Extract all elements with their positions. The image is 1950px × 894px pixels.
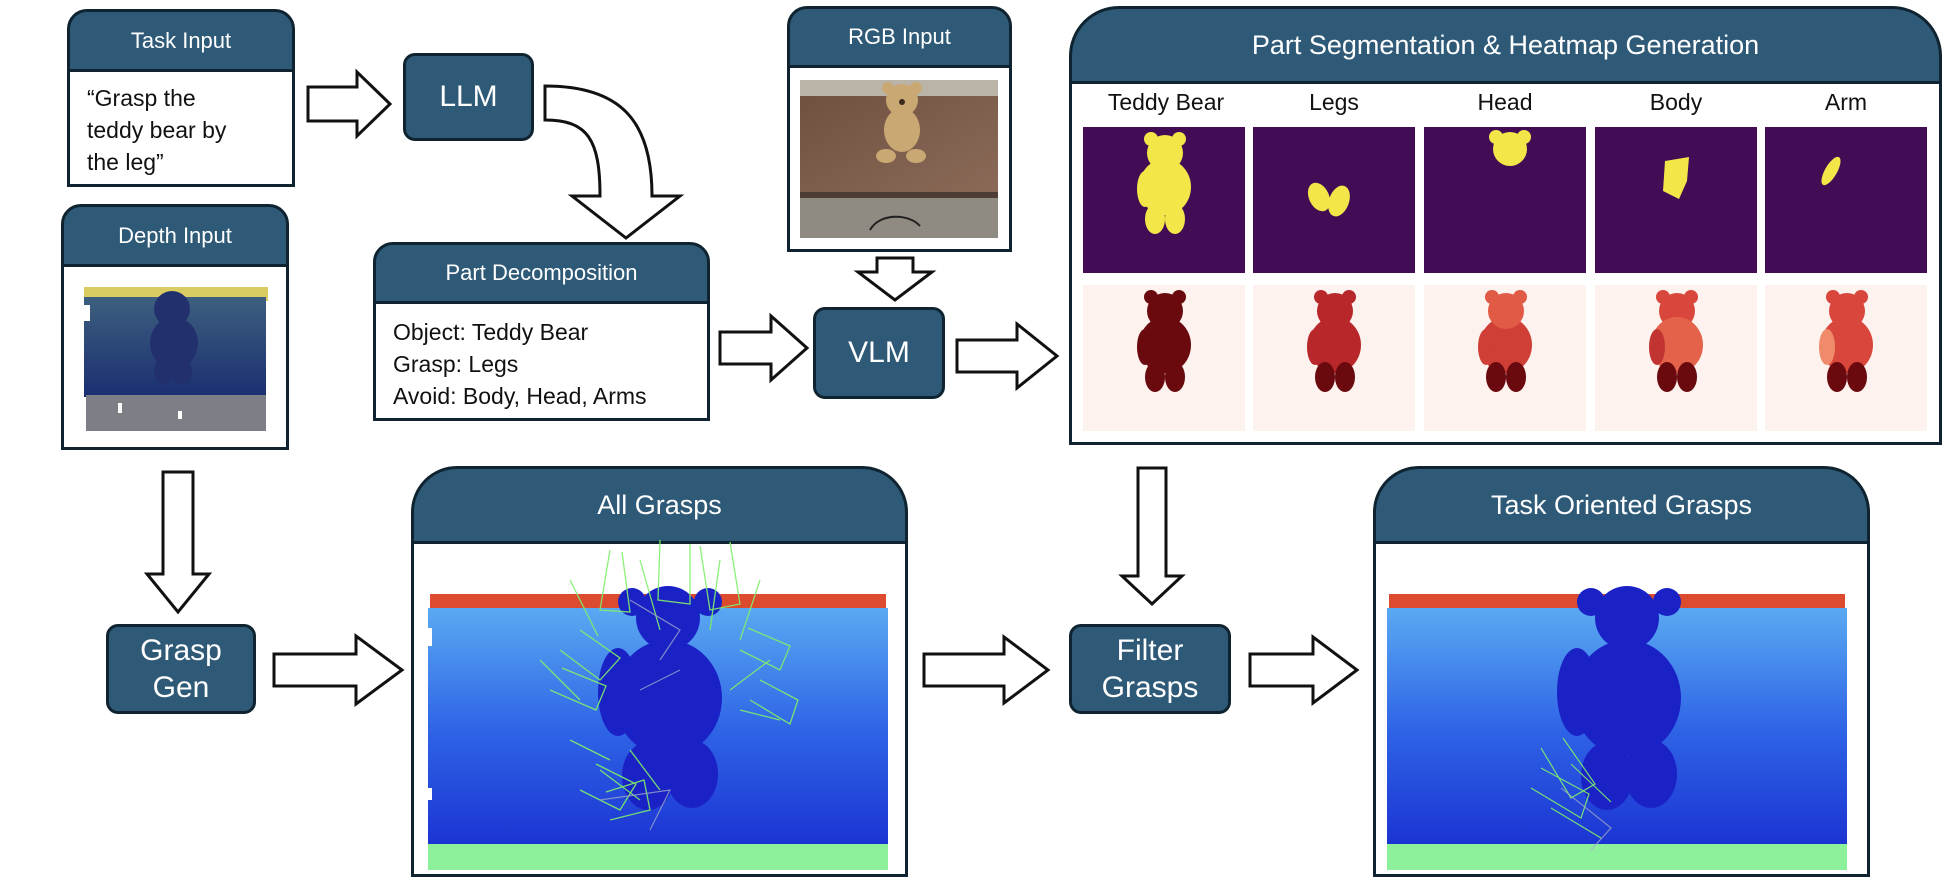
rgb-input-panel	[787, 65, 1012, 252]
depth-input-panel	[61, 264, 289, 450]
task-oriented-header: Task Oriented Grasps	[1373, 466, 1870, 544]
column-label-teddy-bear: Teddy Bear	[1107, 89, 1225, 115]
depth-input-title: Depth Input	[118, 222, 232, 248]
task-oriented-title: Task Oriented Grasps	[1490, 489, 1753, 520]
task-input-header: Task Input	[67, 9, 295, 72]
heatmap-legs	[1253, 285, 1415, 431]
mask-legs	[1253, 127, 1415, 273]
all-grasps-header: All Grasps	[411, 466, 908, 544]
rgb-image	[800, 80, 998, 238]
heatmap-teddy-bear	[1083, 285, 1245, 431]
llm-box: LLM	[403, 53, 534, 141]
part-decomposition-panel: Object: Teddy Bear Grasp: Legs Avoid: Bo…	[373, 301, 710, 421]
segmentation-title: Part Segmentation & Heatmap Generation	[1251, 29, 1760, 60]
filter-grasps-line-1: Filter	[1116, 633, 1184, 667]
arrow-segmentation-to-filter-shape	[1118, 466, 1186, 607]
arrow-vlm-to-segmentation-shape	[955, 320, 1060, 392]
task-input-title: Task Input	[130, 27, 232, 53]
task-input-panel: “Grasp the teddy bear by the leg”	[67, 69, 295, 187]
all-grasps-lines	[539, 539, 799, 831]
mask-body	[1595, 127, 1757, 273]
arrow-allgrasps-to-filter-shape	[922, 634, 1051, 706]
arrow-graspgen-to-allgrasps-shape	[272, 633, 405, 707]
column-label-body: Body	[1649, 89, 1703, 115]
decomposition-grasp: Grasp: Legs	[393, 351, 519, 377]
task-input-line-1: “Grasp the	[87, 85, 196, 111]
task-input-line-3: the leg”	[87, 149, 164, 175]
arrow-filter-to-taskoriented-shape	[1248, 634, 1360, 706]
rgb-input-header: RGB Input	[787, 6, 1012, 68]
task-input-line-2: teddy bear by	[87, 117, 227, 143]
arrow-rgb-to-vlm-shape	[853, 256, 937, 302]
vlm-label: VLM	[848, 336, 910, 370]
column-label-legs: Legs	[1309, 89, 1359, 115]
grasp-gen-box: Grasp Gen	[106, 624, 256, 714]
grasp-gen-line-2: Gen	[152, 671, 210, 704]
filter-grasps-line-2: Grasps	[1101, 671, 1199, 704]
task-oriented-pointcloud	[1387, 586, 1847, 870]
column-label-head: Head	[1477, 89, 1533, 115]
arrow-depth-to-graspgen-shape	[143, 470, 213, 615]
heatmap-head	[1424, 285, 1586, 431]
heatmap-body	[1595, 285, 1757, 431]
mask-teddy-bear	[1083, 127, 1245, 273]
vlm-box: VLM	[813, 307, 945, 399]
decomposition-avoid: Avoid: Body, Head, Arms	[393, 383, 647, 409]
arrow-task-to-llm-shape	[306, 68, 393, 140]
segmentation-header: Part Segmentation & Heatmap Generation	[1069, 6, 1942, 84]
depth-image	[82, 287, 268, 431]
heatmap-arm	[1765, 285, 1927, 431]
column-label-arm: Arm	[1824, 89, 1868, 115]
mask-head	[1424, 127, 1586, 273]
filter-grasps-box: Filter Grasps	[1069, 624, 1231, 714]
part-decomposition-title: Part Decomposition	[445, 260, 638, 285]
arrow-decomposition-to-vlm-shape	[718, 312, 810, 384]
decomposition-object: Object: Teddy Bear	[393, 319, 589, 345]
rgb-input-title: RGB Input	[848, 24, 951, 49]
mask-arm	[1765, 127, 1927, 273]
grasp-gen-line-1: Grasp	[140, 633, 222, 667]
arrow-llm-to-decomposition-shape	[543, 84, 685, 240]
all-grasps-title: All Grasps	[597, 489, 722, 520]
all-grasps-pointcloud	[422, 586, 888, 870]
depth-input-header: Depth Input	[61, 204, 289, 267]
part-decomposition-header: Part Decomposition	[373, 242, 710, 304]
llm-label: LLM	[439, 80, 498, 114]
